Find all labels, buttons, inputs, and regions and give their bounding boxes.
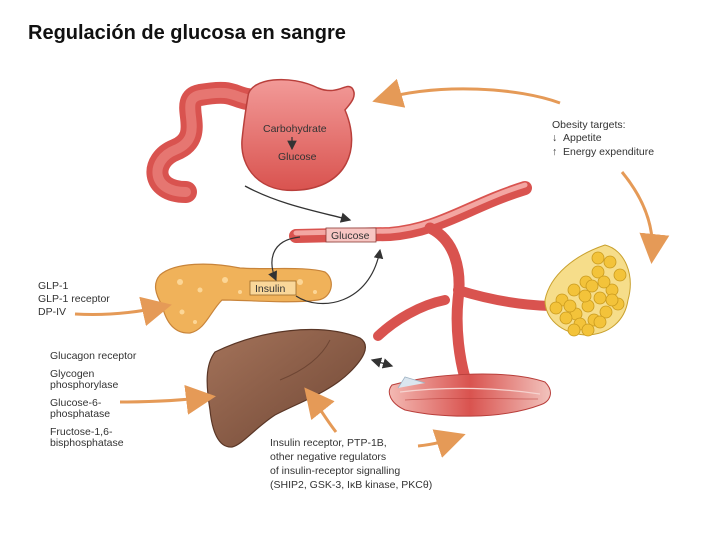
stomach bbox=[241, 78, 355, 192]
fat-cell bbox=[563, 299, 577, 313]
pancreas bbox=[154, 263, 332, 334]
fat-cell bbox=[567, 323, 581, 337]
fat-cell bbox=[593, 291, 607, 305]
fat-cell bbox=[581, 323, 595, 337]
stomach-glucose-label: Glucose bbox=[278, 151, 317, 163]
obesity-item-1-arrow: ↓ bbox=[552, 132, 557, 144]
liver-target-2b: phosphorylase bbox=[50, 379, 118, 391]
vessel-glucose-box bbox=[325, 227, 377, 243]
liver bbox=[206, 329, 366, 448]
page-title: Regulación de glucosa en sangre bbox=[28, 22, 346, 44]
liver-blood-exchange-arrow bbox=[370, 357, 394, 369]
fat-cell bbox=[567, 283, 581, 297]
fat-cell bbox=[559, 311, 573, 325]
fat-cell bbox=[599, 305, 613, 319]
pancreas-targets-arrow bbox=[74, 296, 172, 327]
glucose-to-insulin-arrow bbox=[268, 236, 301, 282]
insulin-to-blood-arrow bbox=[295, 248, 384, 305]
fat-cell bbox=[603, 255, 617, 269]
obesity-targets-heading: Obesity targets: bbox=[552, 119, 626, 131]
fat-cell bbox=[605, 293, 619, 307]
muscle bbox=[388, 373, 551, 417]
stomach-carbohydrate-label: Carbohydrate bbox=[263, 123, 327, 135]
obesity-item-2-arrow: ↑ bbox=[552, 146, 557, 158]
fat-cell bbox=[585, 279, 599, 293]
pancreas-target-2: GLP-1 receptor bbox=[38, 293, 110, 305]
fat-cell bbox=[593, 315, 607, 329]
obesity-to-fat-arrow bbox=[620, 171, 670, 264]
muscle-target-4: (SHIP2, GSK-3, IκB kinase, PKCθ) bbox=[270, 479, 432, 491]
vessel-branch-muscle bbox=[424, 222, 471, 384]
fat-cell bbox=[591, 251, 605, 265]
vessel-glucose-label: Glucose bbox=[331, 230, 370, 242]
fat-cell bbox=[591, 265, 605, 279]
muscle-targets-to-liver-arrow bbox=[304, 387, 338, 433]
muscle-target-1: Insulin receptor, PTP-1B, bbox=[270, 437, 387, 449]
fat-cell bbox=[578, 289, 592, 303]
liver-target-1: Glucagon receptor bbox=[50, 350, 137, 362]
pancreas-target-1: GLP-1 bbox=[38, 280, 69, 292]
obesity-item-2: Energy expenditure bbox=[563, 146, 654, 158]
fat-cell bbox=[597, 275, 611, 289]
vessel-branch-fat bbox=[453, 285, 555, 311]
fat-cell bbox=[549, 301, 563, 315]
vessel-branch-liver bbox=[373, 295, 450, 341]
pancreas-target-3: DP-IV bbox=[38, 306, 66, 318]
liver-target-3b: phosphatase bbox=[50, 408, 110, 420]
muscle-target-3: of insulin-receptor signalling bbox=[270, 465, 400, 477]
muscle-target-2: other negative regulators bbox=[270, 451, 386, 463]
muscle-tendon-left bbox=[397, 376, 426, 389]
liver-target-2a: Glycogen bbox=[50, 368, 95, 380]
liver-targets-arrow bbox=[119, 384, 216, 415]
pancreas-insulin-label: Insulin bbox=[255, 283, 286, 295]
stomach-to-blood-arrow bbox=[244, 185, 352, 223]
obesity-to-stomach-arrow bbox=[372, 78, 561, 108]
fat-cell bbox=[613, 268, 627, 282]
liver-target-3a: Glucose-6- bbox=[50, 397, 102, 409]
muscle-targets-to-muscle-arrow bbox=[417, 429, 466, 458]
liver-target-4b: bisphosphatase bbox=[50, 437, 124, 449]
obesity-item-1: Appetite bbox=[563, 132, 602, 144]
fat-cells bbox=[549, 251, 627, 337]
blood-vessel bbox=[289, 181, 532, 243]
liver-target-4a: Fructose-1,6- bbox=[50, 426, 113, 438]
